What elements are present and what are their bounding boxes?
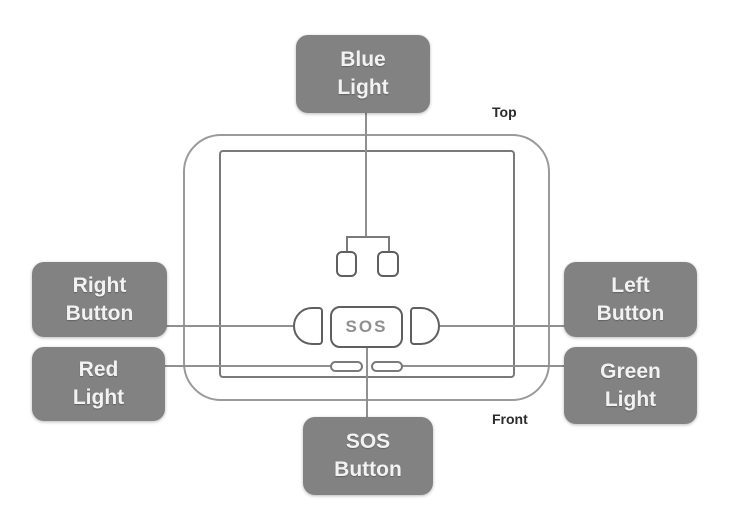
indicator-slot-right-icon [371,361,403,372]
green-light-connector-line [401,365,565,367]
callout-left-button-line2: Button [596,301,665,325]
red-light-connector-line [164,365,332,367]
callout-blue-light-line2: Light [337,76,389,99]
led-square-left-icon [336,251,357,277]
callout-right-button-line1: Right [72,273,127,297]
sos-button-text: SOS [345,317,388,336]
callout-blue-light-line1: Blue [340,48,386,71]
blue-light-connector-line [365,112,367,237]
callout-red-light: Red Light [32,347,165,421]
left-side-button-shape [410,307,440,345]
callout-right-button: Right Button [32,262,167,337]
led-pair-icon [346,236,390,238]
callout-sos-button: SOS Button [303,417,433,495]
callout-sos-button-line1: SOS [345,430,391,453]
indicator-slot-left-icon [330,361,363,372]
callout-left-button: Left Button [564,262,697,337]
callout-green-light-line1: Green [600,359,661,383]
callout-blue-light: Blue Light [296,35,430,113]
callout-sos-button-line2: Button [334,458,402,481]
callout-red-light-line2: Light [72,386,125,409]
sos-button-shape: SOS [330,306,403,348]
led-square-right-icon [377,251,399,277]
front-view-label: Front [492,411,528,427]
callout-green-light-line2: Light [604,387,657,411]
top-view-label: Top [492,104,517,120]
sos-button-connector-line [366,348,368,418]
led-bracket-right [388,236,390,252]
right-button-connector-line [166,325,295,327]
callout-green-light: Green Light [564,347,697,424]
callout-red-light-line1: Red [78,358,119,381]
callout-right-button-line2: Button [65,301,134,325]
callout-left-button-line1: Left [611,273,650,297]
led-bracket-left [346,236,348,252]
right-side-button-shape [293,307,323,345]
left-button-connector-line [437,325,565,327]
